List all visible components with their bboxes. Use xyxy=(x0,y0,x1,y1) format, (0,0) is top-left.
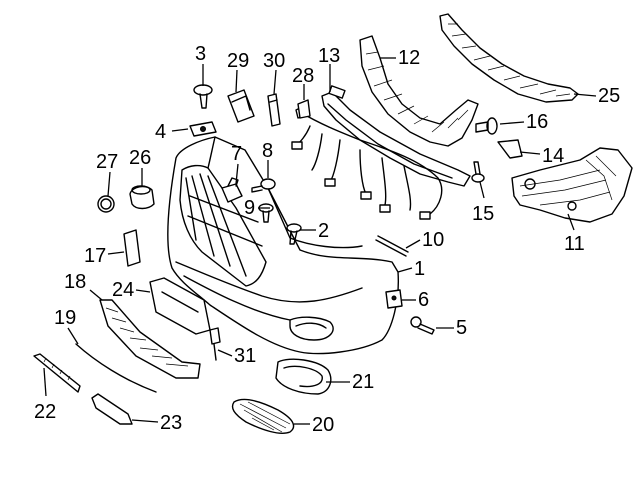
part-22-molding[interactable] xyxy=(33,353,81,393)
part-14-clip[interactable] xyxy=(497,139,523,159)
callout-10: 10 xyxy=(422,229,444,251)
part-8-bolt[interactable] xyxy=(251,178,276,193)
part-12-upper-reinforcement[interactable] xyxy=(359,35,479,147)
callout-11: 11 xyxy=(564,233,585,255)
callout-5: 5 xyxy=(456,317,467,339)
callout-24: 24 xyxy=(112,279,134,301)
part-5-bolt[interactable] xyxy=(410,316,435,335)
callout-17: 17 xyxy=(84,245,106,267)
callout-12: 12 xyxy=(398,47,420,69)
callout-6: 6 xyxy=(418,289,429,311)
part-26-parking-sensor[interactable] xyxy=(129,185,155,210)
callout-1: 1 xyxy=(414,258,425,280)
part-7-clip[interactable] xyxy=(221,177,243,203)
part-31-plug[interactable] xyxy=(209,327,221,361)
part-20-grille-mesh[interactable] xyxy=(231,398,295,434)
callout-22: 22 xyxy=(34,401,56,423)
callout-29: 29 xyxy=(227,50,249,72)
callout-14: 14 xyxy=(542,145,564,167)
callout-16: 16 xyxy=(526,111,548,133)
part-10-strip[interactable] xyxy=(375,235,409,257)
part-3-screw[interactable] xyxy=(193,84,213,109)
callout-31: 31 xyxy=(234,345,256,367)
callout-3: 3 xyxy=(195,43,206,65)
callout-8: 8 xyxy=(262,140,273,162)
part-17-sensor-bracket[interactable] xyxy=(123,229,141,267)
leader-lines xyxy=(43,57,597,425)
callout-20: 20 xyxy=(312,414,334,436)
part-28-connector[interactable] xyxy=(297,99,311,119)
callout-numbers: 3 4 29 30 28 13 12 25 16 14 15 11 7 8 9 … xyxy=(34,43,620,436)
callout-21: 21 xyxy=(352,371,374,393)
part-25-upper-absorber[interactable] xyxy=(439,13,579,103)
callout-25: 25 xyxy=(598,85,620,107)
callout-30: 30 xyxy=(263,50,285,72)
callout-18: 18 xyxy=(64,271,86,293)
callout-26: 26 xyxy=(129,147,151,169)
callout-19: 19 xyxy=(54,307,76,329)
part-4-clip[interactable] xyxy=(189,121,217,137)
part-30-bracket[interactable] xyxy=(267,93,281,127)
callout-15: 15 xyxy=(472,203,494,225)
part-23-lower-molding[interactable] xyxy=(91,393,133,425)
part-29-sensor[interactable] xyxy=(227,89,255,123)
callout-27: 27 xyxy=(96,151,118,173)
callout-4: 4 xyxy=(155,121,166,143)
part-21-fog-cover[interactable] xyxy=(275,358,332,395)
part-harness[interactable] xyxy=(291,105,443,220)
part-27-sensor-ring[interactable] xyxy=(97,195,115,213)
callout-13: 13 xyxy=(318,45,340,67)
part-6-nut[interactable] xyxy=(385,289,403,309)
callout-2: 2 xyxy=(318,220,329,242)
part-16-bolt[interactable] xyxy=(475,117,498,135)
callout-28: 28 xyxy=(292,65,314,87)
callout-23: 23 xyxy=(160,412,182,434)
callout-9: 9 xyxy=(244,197,255,219)
callout-7: 7 xyxy=(231,143,242,165)
part-11-side-bracket[interactable] xyxy=(511,147,633,223)
part-2-screw[interactable] xyxy=(286,223,302,245)
part-19-trim-strip[interactable] xyxy=(75,343,157,393)
part-15-bolt[interactable] xyxy=(471,161,485,183)
part-18-lower-grille[interactable] xyxy=(99,299,201,379)
